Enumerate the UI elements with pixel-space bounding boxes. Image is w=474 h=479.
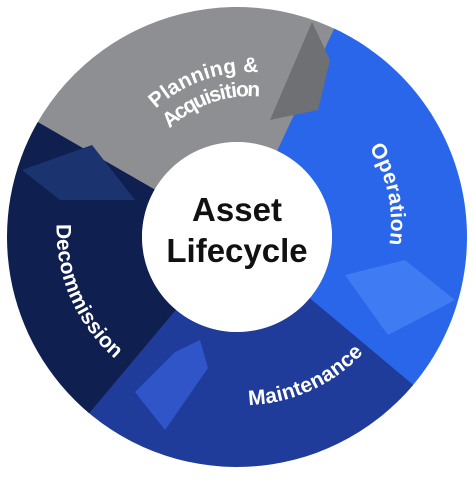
arrow-tip-maintenance (135, 340, 208, 430)
arrow-tip-operation (345, 260, 455, 335)
center-circle (142, 142, 332, 332)
center-title-line1: Asset (192, 191, 282, 228)
arrow-tip-planning (270, 22, 330, 120)
segment-decommission (7, 122, 176, 414)
segment-planning-acquisition (20, 7, 352, 205)
segment-maintenance (74, 298, 414, 467)
center-title-line2: Lifecycle (166, 232, 307, 269)
arrow-tip-decommission (22, 145, 135, 200)
